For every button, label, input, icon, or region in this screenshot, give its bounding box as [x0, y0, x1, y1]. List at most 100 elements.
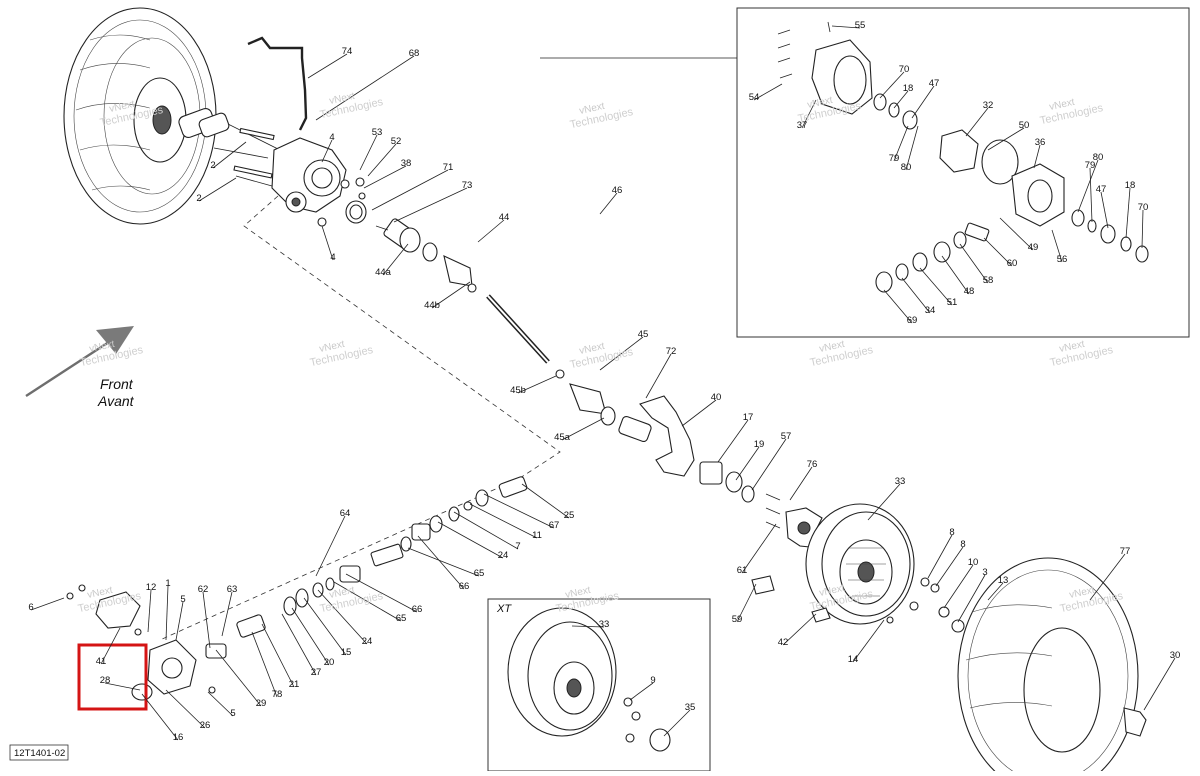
callout-leader — [175, 601, 184, 641]
svg-text:vNext: vNext — [328, 585, 356, 601]
callout-leader — [935, 546, 964, 587]
callout-leader — [943, 564, 974, 609]
callout-label: 18 — [1125, 180, 1136, 191]
callout-label: 70 — [899, 64, 910, 75]
callout-leader — [317, 589, 368, 645]
callout-leader — [321, 225, 334, 261]
callout-leader — [987, 582, 1004, 601]
rear-carrier — [66, 584, 216, 701]
callout-leader — [453, 511, 519, 550]
svg-text:vNext: vNext — [818, 583, 846, 599]
front-cv-joint — [178, 107, 281, 151]
callout-leader — [477, 219, 505, 243]
callout-leader — [999, 217, 1034, 251]
callout-label: 8 — [960, 539, 965, 550]
svg-text:vNext: vNext — [578, 341, 606, 357]
callout-leader — [1077, 159, 1099, 213]
callout-label: 64 — [340, 508, 351, 519]
callout-leader — [927, 534, 953, 579]
callout-leader — [393, 187, 468, 223]
callout-label: 53 — [372, 127, 383, 138]
callout-leader — [629, 682, 654, 701]
callout-label: 54 — [749, 92, 760, 103]
svg-text:vNext: vNext — [318, 339, 346, 355]
callout-leader — [1089, 553, 1126, 601]
callout-label: 30 — [1170, 650, 1181, 661]
callout-leader — [207, 691, 234, 717]
callout-label: 5 — [230, 708, 235, 719]
callout-leader — [212, 141, 247, 169]
xt-label: XT — [496, 603, 512, 615]
callout-label: 48 — [964, 286, 975, 297]
callout-label: 16 — [173, 732, 184, 743]
callout-label: 74 — [342, 46, 353, 57]
callout-leader — [957, 574, 986, 623]
svg-text:vNext: vNext — [88, 339, 116, 355]
callout-label: 65 — [396, 613, 407, 624]
inset-differential — [777, 21, 1149, 293]
callout-leader — [905, 125, 919, 171]
callout-label: 67 — [549, 520, 560, 531]
callout-leader — [919, 267, 953, 306]
callout-label: 38 — [401, 158, 412, 169]
callout-leader — [959, 243, 989, 284]
callout-label: 49 — [1028, 242, 1039, 253]
callout-leader — [281, 613, 317, 676]
svg-text:vNext: vNext — [328, 91, 356, 107]
svg-text:vNext: vNext — [1058, 339, 1086, 355]
callout-leader — [437, 521, 504, 559]
callout-leader — [261, 623, 295, 688]
callout-label: 45 — [638, 329, 649, 340]
callout-leader — [367, 143, 397, 177]
callout-leader — [303, 597, 347, 656]
callout-leader — [431, 281, 471, 309]
diagram-code: 12T1401-02 — [14, 748, 65, 759]
svg-text:vNext: vNext — [564, 585, 592, 601]
front-label: Front — [100, 376, 134, 392]
front-drive-shaft — [375, 218, 550, 364]
callout-label: 11 — [532, 530, 542, 541]
callout-label: 66 — [412, 604, 423, 615]
callout-label: 45b — [510, 385, 526, 396]
callout-label: 28 — [100, 675, 111, 686]
callout-leader — [893, 125, 909, 162]
callout-leader — [1143, 657, 1176, 711]
callout-leader — [741, 523, 777, 574]
callout-leader — [198, 177, 237, 202]
callout-label: 47 — [1096, 184, 1107, 195]
callout-leader — [983, 237, 1013, 267]
callout-leader — [753, 83, 783, 101]
callout-label: 80 — [901, 162, 912, 173]
brake-pads — [751, 575, 775, 595]
callout-label: 78 — [272, 689, 283, 700]
callout-label: 50 — [1019, 120, 1030, 131]
callout-label: 51 — [947, 297, 958, 308]
callout-leader — [307, 53, 348, 79]
callout-leader — [571, 625, 605, 628]
callout-label: 24 — [362, 636, 373, 647]
callout-label: 25 — [564, 510, 575, 521]
rear-axle-parts — [205, 476, 528, 659]
callout-leader — [165, 689, 206, 729]
callout-label: 62 — [198, 584, 209, 595]
callout-label: 4 — [330, 252, 335, 263]
callout-label: 73 — [462, 180, 473, 191]
callout-leader — [879, 71, 905, 99]
callout-label: 2 — [210, 160, 215, 171]
callout-label: 6 — [28, 602, 33, 613]
callout-leader — [363, 165, 407, 189]
callout-label: 44b — [424, 300, 440, 311]
callout-leader — [1100, 191, 1109, 229]
callout-label: 41 — [96, 656, 107, 667]
callout-leader — [333, 581, 402, 622]
callout-label: 26 — [200, 720, 211, 731]
front-differential-housing — [213, 127, 347, 213]
callout-label: 71 — [443, 162, 454, 173]
highlight-box — [77, 643, 148, 711]
callout-label: 14 — [848, 654, 859, 665]
